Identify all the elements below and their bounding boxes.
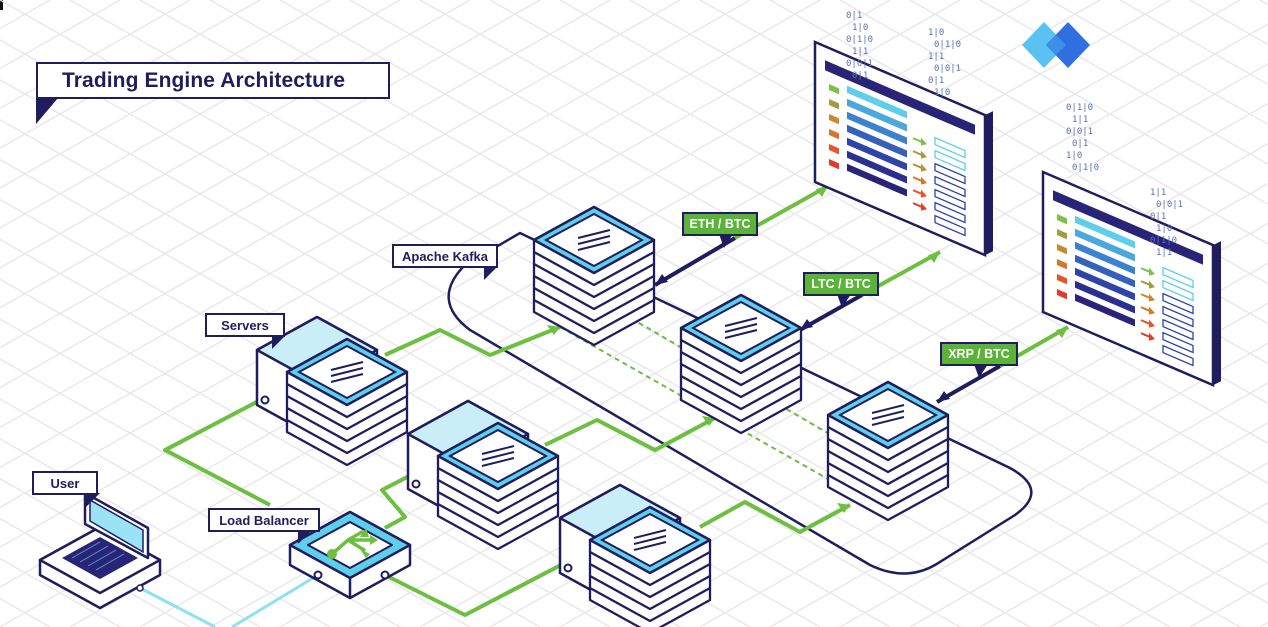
load-balancer-label: Load Balancer — [208, 508, 320, 532]
binary-text: 1|1 — [852, 47, 868, 57]
kafka-stack-2 — [679, 293, 803, 435]
binary-text: 0|1|0 — [1066, 103, 1093, 113]
binary-text: 0|1|0 — [934, 40, 961, 50]
trading-monitor-2 — [1041, 170, 1221, 387]
binary-streams: 0|1 1|0 0|1|0 1|1 0|0|1 0|1 1|0 0|1|0 1|1 0|0|1 0|… — [846, 11, 1183, 258]
binary-text: 0|0|1 — [934, 64, 961, 74]
binary-text: 0|1 — [1072, 139, 1088, 149]
server-stack-1 — [255, 315, 409, 467]
network-links — [163, 325, 851, 617]
binary-text: 1|0 — [928, 28, 944, 38]
diagram-title-box: Trading Engine Architecture — [36, 62, 390, 99]
monitor-group: 0|1 1|0 0|1|0 1|1 0|0|1 0|1 1|0 0|1|0 1|1 0|0|1 0|… — [813, 11, 1221, 387]
brand-logo-icon — [1022, 22, 1090, 68]
pair-label-eth-btc: ETH / BTC — [682, 212, 758, 236]
binary-text: 1|1 — [1156, 248, 1172, 258]
server-stacks — [255, 205, 950, 627]
kafka-stack-1 — [532, 205, 656, 347]
feed-arrowheads — [655, 186, 1068, 402]
binary-text: 0|0|1 — [846, 59, 873, 69]
binary-text: 0|1 — [852, 71, 868, 81]
user-links — [139, 573, 319, 627]
binary-text: 1|1 — [928, 52, 944, 62]
binary-text: 0|0|1 — [1066, 127, 1093, 137]
binary-text: 1|1 — [1150, 188, 1166, 198]
binary-text: 0|1 — [1150, 212, 1166, 222]
corner-mark — [0, 0, 3, 10]
binary-text: 0|0|1 — [1156, 200, 1183, 210]
binary-text: 0|1 — [846, 11, 862, 21]
user-label: User — [32, 471, 98, 495]
servers-label: Servers — [205, 313, 285, 337]
binary-text: 1|0 — [852, 23, 868, 33]
title-tail — [36, 98, 58, 124]
pair-label-ltc-btc: LTC / BTC — [803, 272, 879, 296]
diagram-title: Trading Engine Architecture — [62, 68, 346, 92]
binary-text: 1|0 — [1066, 151, 1082, 161]
kafka-region — [447, 231, 1033, 575]
callout-tails — [86, 234, 988, 544]
binary-text: 1|1 — [1072, 115, 1088, 125]
load-balancer-icon — [288, 510, 412, 600]
kafka-stack-3 — [826, 380, 950, 522]
laptop-icon — [38, 491, 162, 610]
trading-monitor-1 — [813, 40, 993, 257]
binary-text: 0|1|0 — [1072, 163, 1099, 173]
binary-text: 0|1|0 — [1150, 236, 1177, 246]
pair-label-xrp-btc: XRP / BTC — [940, 342, 1018, 366]
kafka-label: Apache Kafka — [392, 244, 498, 268]
server-stack-2 — [406, 399, 560, 551]
binary-text: 0|1|0 — [846, 35, 873, 45]
binary-text: 0|1 — [928, 76, 944, 86]
binary-text: 1|0 — [1156, 224, 1172, 234]
binary-text: 1|0 — [934, 88, 950, 98]
server-stack-3 — [558, 483, 712, 627]
